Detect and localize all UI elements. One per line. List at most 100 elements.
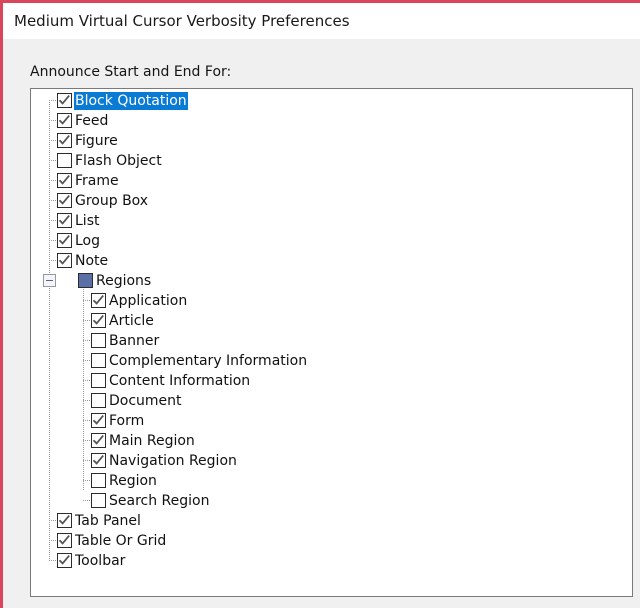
- tree-item[interactable]: Region: [31, 471, 632, 491]
- tree-connector-line: [49, 540, 57, 541]
- tree-item-label: Tab Panel: [75, 513, 141, 529]
- tree-item-label: Search Region: [109, 493, 210, 509]
- tree-connector-line: [83, 460, 91, 461]
- tree-item[interactable]: Search Region: [31, 491, 632, 511]
- tree-rail-root: [49, 100, 50, 560]
- checkbox-checked[interactable]: [91, 313, 106, 328]
- checkbox-checked[interactable]: [91, 293, 106, 308]
- checkbox-checked[interactable]: [57, 173, 72, 188]
- tree-item[interactable]: Article: [31, 311, 632, 331]
- tree-connector-line: [83, 500, 91, 501]
- tree-item-label: Banner: [109, 333, 160, 349]
- tree-item-label: Figure: [75, 133, 118, 149]
- tree-item-label: Main Region: [109, 433, 195, 449]
- tree-rail-child: [83, 283, 84, 490]
- checkbox-checked[interactable]: [57, 513, 72, 528]
- tree-item[interactable]: Flash Object: [31, 151, 632, 171]
- tree-item[interactable]: Log: [31, 231, 632, 251]
- checkbox-checked[interactable]: [57, 553, 72, 568]
- checkbox-unchecked[interactable]: [91, 333, 106, 348]
- tree-connector-line: [49, 120, 57, 121]
- window-title: Medium Virtual Cursor Verbosity Preferen…: [14, 12, 350, 30]
- tree-connector-line: [83, 340, 91, 341]
- checkbox-unchecked[interactable]: [91, 393, 106, 408]
- checkbox-checked[interactable]: [57, 253, 72, 268]
- tree-item[interactable]: Regions: [31, 271, 632, 291]
- tree-connector-line: [83, 320, 91, 321]
- tree-item-label: Form: [109, 413, 145, 429]
- checkbox-unchecked[interactable]: [57, 153, 72, 168]
- tree-connector-line: [49, 220, 57, 221]
- tree-item-label: Application: [109, 293, 188, 309]
- tree-item[interactable]: Feed: [31, 111, 632, 131]
- tree-item[interactable]: Toolbar: [31, 551, 632, 571]
- window-edge-left: [0, 0, 3, 608]
- tree-connector-line: [49, 140, 57, 141]
- tree-item[interactable]: Main Region: [31, 431, 632, 451]
- tree-item[interactable]: Tab Panel: [31, 511, 632, 531]
- tree-item-label: Document: [109, 393, 182, 409]
- tree-item[interactable]: Table Or Grid: [31, 531, 632, 551]
- tree-item[interactable]: Application: [31, 291, 632, 311]
- tree-item-label: Content Information: [109, 373, 251, 389]
- tree-item-label: Toolbar: [75, 553, 126, 569]
- tree-connector-line: [49, 560, 57, 561]
- minus-icon: [46, 280, 53, 281]
- tree-connector-line: [83, 360, 91, 361]
- checkbox-unchecked[interactable]: [91, 493, 106, 508]
- tree-connector-line: [49, 240, 57, 241]
- checkbox-unchecked[interactable]: [91, 373, 106, 388]
- checkbox-checked[interactable]: [91, 453, 106, 468]
- window-edge-top: [0, 0, 640, 3]
- tree-item[interactable]: Content Information: [31, 371, 632, 391]
- checkbox-checked[interactable]: [57, 193, 72, 208]
- tree-connector-line: [83, 420, 91, 421]
- tree-item[interactable]: Form: [31, 411, 632, 431]
- tree-item[interactable]: List: [31, 211, 632, 231]
- tree-item[interactable]: Block Quotation: [31, 91, 632, 111]
- tree-item-label: Navigation Region: [109, 453, 237, 469]
- tree-item-label: Regions: [96, 273, 152, 289]
- tree-item-label: Complementary Information: [109, 353, 308, 369]
- tree-item[interactable]: Frame: [31, 171, 632, 191]
- checkbox-checked[interactable]: [57, 533, 72, 548]
- checkbox-unchecked[interactable]: [91, 353, 106, 368]
- tree-item-label: Table Or Grid: [75, 533, 167, 549]
- checkbox-checked[interactable]: [57, 133, 72, 148]
- tree-connector-line: [49, 200, 57, 201]
- tree-item[interactable]: Figure: [31, 131, 632, 151]
- tree-item[interactable]: Complementary Information: [31, 351, 632, 371]
- tree-item-label: List: [75, 213, 100, 229]
- tree-item[interactable]: Group Box: [31, 191, 632, 211]
- tree-connector-line: [83, 440, 91, 441]
- checkbox-checked[interactable]: [91, 413, 106, 428]
- tree-connector-line: [83, 300, 91, 301]
- tree-connector-line: [49, 520, 57, 521]
- checkbox-checked[interactable]: [91, 433, 106, 448]
- tree-item-label: Group Box: [75, 193, 149, 209]
- tree-connector-line: [49, 100, 57, 101]
- checkbox-partial[interactable]: [78, 273, 93, 288]
- tree-connector-line: [83, 400, 91, 401]
- tree-connector-line: [49, 160, 57, 161]
- tree-collapse-toggle-icon[interactable]: [43, 274, 56, 287]
- tree-item[interactable]: Banner: [31, 331, 632, 351]
- tree-item-label: Log: [75, 233, 101, 249]
- checkbox-unchecked[interactable]: [91, 473, 106, 488]
- tree-item-label: Feed: [75, 113, 109, 129]
- tree-item[interactable]: Document: [31, 391, 632, 411]
- tree-item[interactable]: Note: [31, 251, 632, 271]
- checkbox-checked[interactable]: [57, 113, 72, 128]
- tree-item-label: Article: [109, 313, 154, 329]
- checkbox-checked[interactable]: [57, 233, 72, 248]
- title-bar: Medium Virtual Cursor Verbosity Preferen…: [3, 3, 640, 39]
- checkbox-checked[interactable]: [57, 213, 72, 228]
- tree-connector-line: [49, 260, 57, 261]
- checkbox-checked[interactable]: [57, 93, 72, 108]
- tree-connector-line: [83, 380, 91, 381]
- tree-item-label: Note: [75, 253, 109, 269]
- tree-item[interactable]: Navigation Region: [31, 451, 632, 471]
